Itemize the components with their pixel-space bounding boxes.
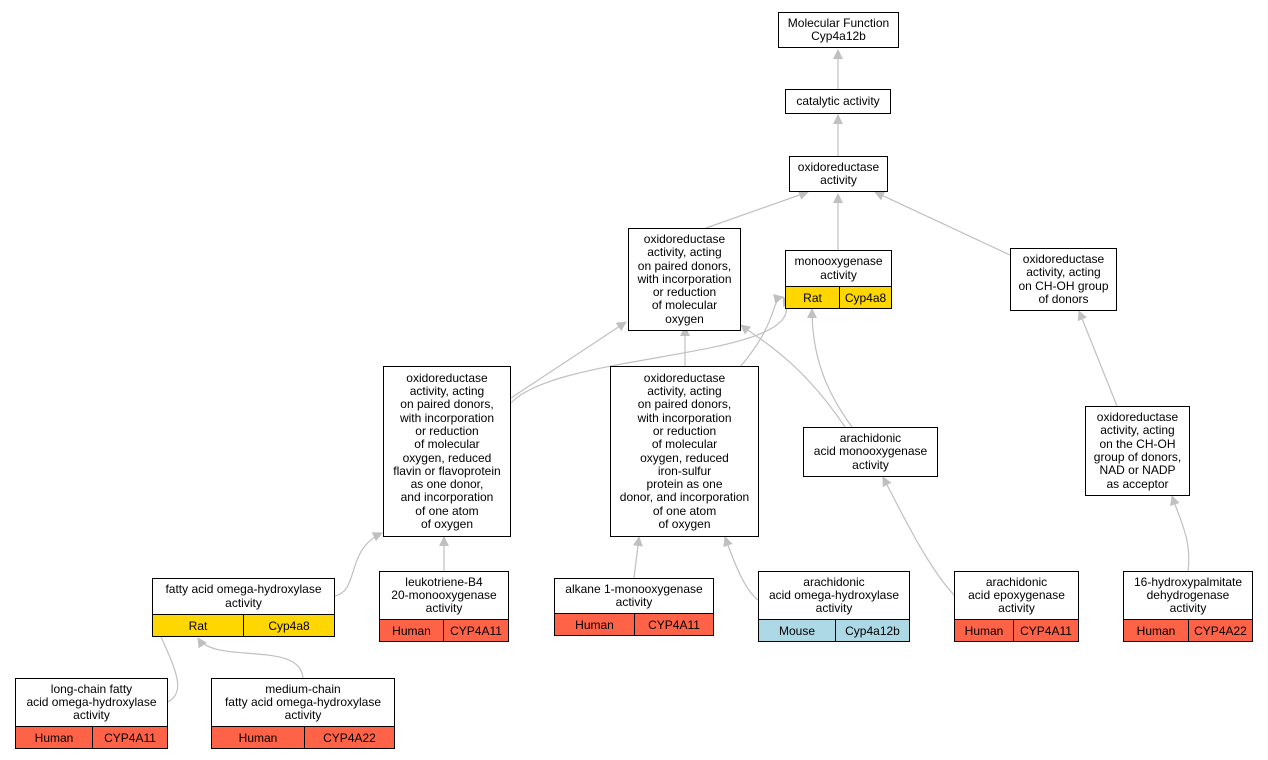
node-label: oxidoreductase activity, acting on paire… xyxy=(637,231,732,326)
edge-faomega-to-flavin xyxy=(334,532,383,597)
node-label: medium-chain fatty acid omega-hydroxylas… xyxy=(224,681,382,723)
node-catalytic-activity[interactable]: catalytic activity xyxy=(785,89,891,114)
species-cell: Human xyxy=(555,614,634,635)
node-label: oxidoreductase activity xyxy=(797,159,880,187)
gene-cell: CYP4A22 xyxy=(304,727,394,748)
annotation-row: Mouse Cyp4a12b xyxy=(759,619,909,641)
edge-alkane-to-iron xyxy=(632,536,643,579)
node-nad-acceptor[interactable]: oxidoreductase activity, acting on the C… xyxy=(1085,406,1190,496)
node-arachidonic-omega-hydroxylase[interactable]: arachidonic acid omega-hydroxylase activ… xyxy=(758,571,910,642)
gene-cell: Cyp4a8 xyxy=(839,287,891,308)
node-oxidoreductase-activity[interactable]: oxidoreductase activity xyxy=(789,156,888,192)
gene-cell: CYP4A11 xyxy=(634,614,713,635)
node-alkane-monooxygenase[interactable]: alkane 1-monooxygenase activity Human CY… xyxy=(554,578,714,636)
edge-hydroxypalmitate-to-nad xyxy=(1170,495,1190,572)
species-cell: Rat xyxy=(786,287,839,308)
node-label: oxidoreductase activity, acting on paire… xyxy=(393,370,501,531)
annotation-row: Human CYP4A11 xyxy=(555,613,713,635)
species-cell: Human xyxy=(16,727,92,748)
species-cell: Human xyxy=(1124,620,1188,641)
node-label: catalytic activity xyxy=(796,93,880,108)
node-flavin-donor[interactable]: oxidoreductase activity, acting on paire… xyxy=(383,366,511,537)
species-cell: Mouse xyxy=(759,620,835,641)
edge-arachmono-to-paired xyxy=(740,324,846,428)
gene-cell: Cyp4a8 xyxy=(243,615,334,636)
edge-arachepox-to-arachmono xyxy=(882,476,956,597)
species-cell: Human xyxy=(212,727,304,748)
node-label: arachidonic acid omega-hydroxylase activ… xyxy=(768,574,900,616)
edge-nad-to-choh xyxy=(1077,310,1118,407)
node-label: 16-hydroxypalmitate dehydrogenase activi… xyxy=(1133,574,1243,616)
node-leukotriene-b4[interactable]: leukotriene-B4 20-monooxygenase activity… xyxy=(379,571,509,642)
annotation-row: Rat Cyp4a8 xyxy=(786,286,891,308)
annotation-row: Human CYP4A22 xyxy=(212,726,394,748)
gene-cell: CYP4A11 xyxy=(443,620,508,641)
edge-mediumchain-to-faomega xyxy=(197,637,304,679)
node-iron-sulfur-donor[interactable]: oxidoreductase activity, acting on paire… xyxy=(610,366,759,537)
node-label: oxidoreductase activity, acting on the C… xyxy=(1093,410,1182,491)
annotation-row: Human CYP4A11 xyxy=(380,619,508,641)
edge-arachomega-to-iron xyxy=(723,536,759,601)
node-label: Molecular Function Cyp4a12b xyxy=(787,15,890,43)
species-cell: Rat xyxy=(153,615,243,636)
node-molecular-function[interactable]: Molecular Function Cyp4a12b xyxy=(778,12,899,48)
node-monooxygenase-activity[interactable]: monooxygenase activity Rat Cyp4a8 xyxy=(785,250,892,309)
node-label: fatty acid omega-hydroxylase activity xyxy=(165,582,322,610)
edge-flavin-to-monooxygenase xyxy=(510,296,792,404)
edge-arachmono-to-monooxygenase xyxy=(807,308,853,428)
gene-cell: Cyp4a12b xyxy=(835,620,909,641)
node-arachidonic-epoxygenase[interactable]: arachidonic acid epoxygenase activity Hu… xyxy=(954,571,1079,642)
node-ch-oh-donors[interactable]: oxidoreductase activity, acting on CH-OH… xyxy=(1010,248,1117,311)
node-fatty-acid-omega-hydroxylase[interactable]: fatty acid omega-hydroxylase activity Ra… xyxy=(152,578,335,637)
edge-iron-to-monooxygenase xyxy=(739,294,784,368)
node-label: long-chain fatty acid omega-hydroxylase … xyxy=(26,681,157,723)
node-medium-chain-omega-hydroxylase[interactable]: medium-chain fatty acid omega-hydroxylas… xyxy=(211,678,395,749)
annotation-row: Human CYP4A22 xyxy=(1124,619,1252,641)
edge-choh-to-oxidoreductase xyxy=(874,191,1011,256)
node-arachidonic-monooxygenase[interactable]: arachidonic acid monooxygenase activity xyxy=(803,427,938,477)
annotation-row: Rat Cyp4a8 xyxy=(153,614,334,636)
species-cell: Human xyxy=(380,620,443,641)
edge-flavin-to-paired xyxy=(510,321,627,399)
node-label: leukotriene-B4 20-monooxygenase activity xyxy=(391,574,497,616)
annotation-row: Human CYP4A11 xyxy=(16,726,167,748)
node-label: arachidonic acid epoxygenase activity xyxy=(968,574,1065,616)
species-cell: Human xyxy=(955,620,1013,641)
node-label: arachidonic acid monooxygenase activity xyxy=(813,431,928,472)
edge-paired-to-oxidoreductase xyxy=(705,190,809,229)
node-long-chain-omega-hydroxylase[interactable]: long-chain fatty acid omega-hydroxylase … xyxy=(15,678,168,749)
node-label: oxidoreductase activity, acting on paire… xyxy=(619,370,750,531)
gene-cell: CYP4A22 xyxy=(1188,620,1252,641)
node-hydroxypalmitate-dehydrogenase[interactable]: 16-hydroxypalmitate dehydrogenase activi… xyxy=(1123,571,1253,642)
gene-cell: CYP4A11 xyxy=(92,727,167,748)
annotation-row: Human CYP4A11 xyxy=(955,619,1078,641)
node-paired-donors[interactable]: oxidoreductase activity, acting on paire… xyxy=(628,228,741,331)
gene-cell: CYP4A11 xyxy=(1013,620,1078,641)
node-label: alkane 1-monooxygenase activity xyxy=(565,581,703,609)
node-label: oxidoreductase activity, acting on CH-OH… xyxy=(1018,251,1109,306)
node-label: monooxygenase activity xyxy=(794,254,883,282)
